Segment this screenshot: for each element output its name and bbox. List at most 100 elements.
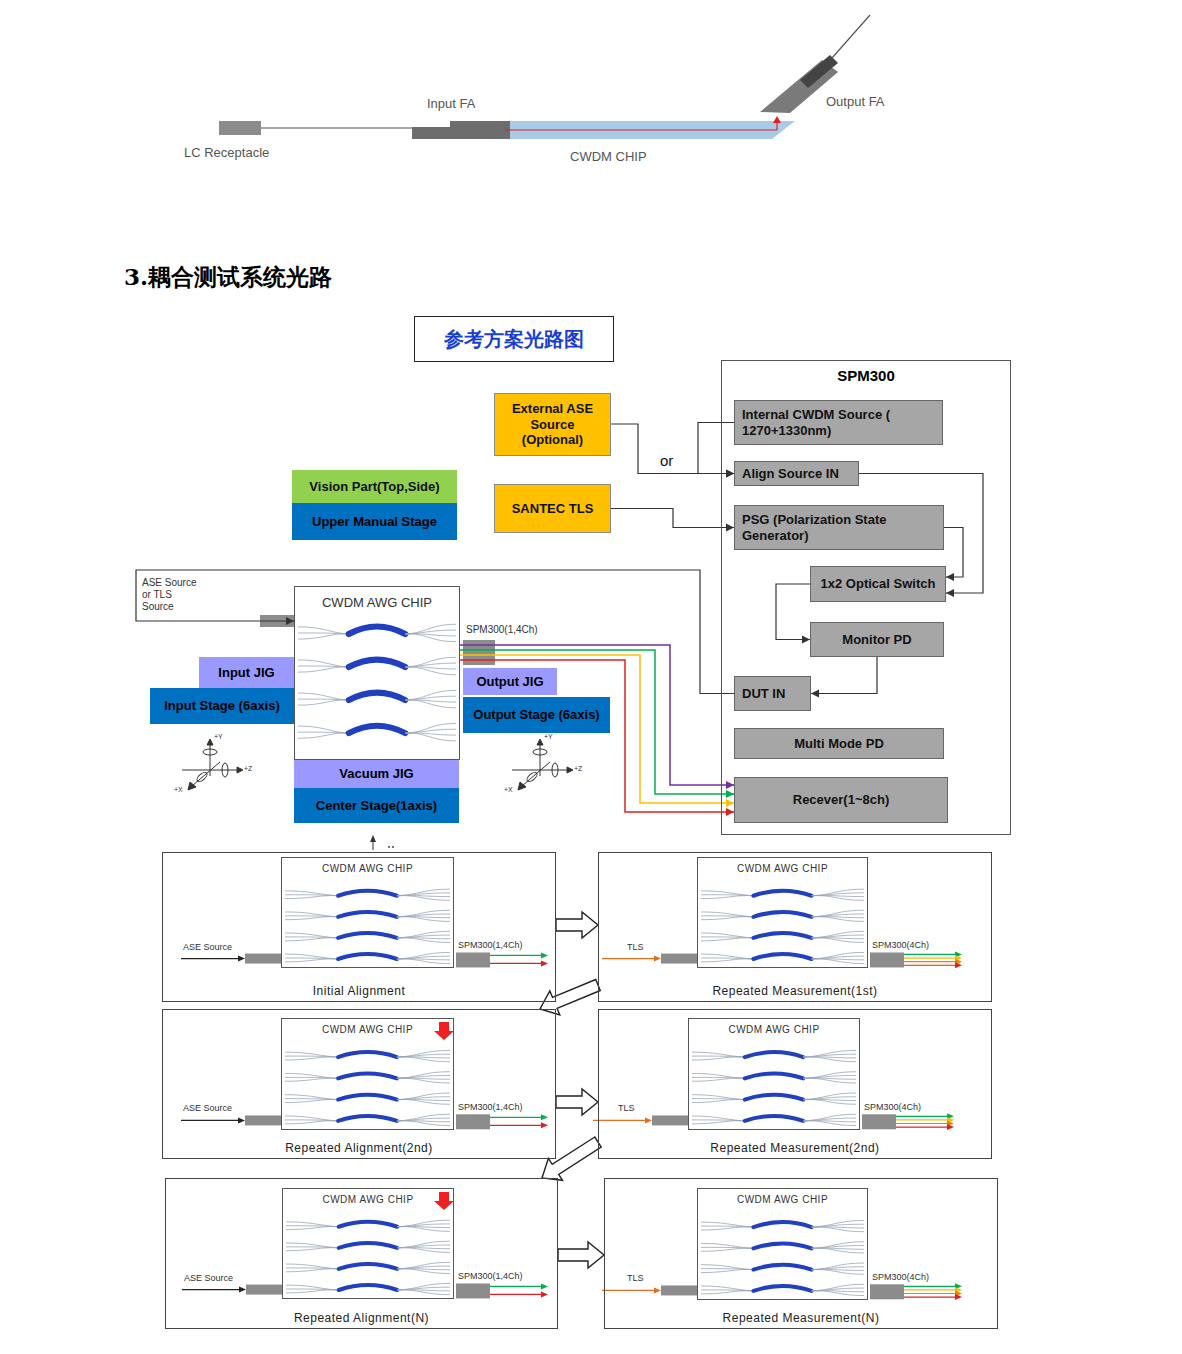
waveguide [397, 959, 450, 964]
waveguide [397, 917, 450, 922]
arrow-head [955, 1294, 962, 1300]
output-fiber-block [456, 1283, 490, 1298]
label: LC Receptacle [184, 145, 269, 161]
red-down-arrow [434, 1192, 454, 1210]
waveguide [397, 1093, 450, 1100]
waveguide [701, 1269, 753, 1272]
step-panel: Initial AlignmentCWDM AWG CHIP [162, 852, 556, 1002]
waveguide [803, 1093, 856, 1100]
node-text: Recever(1~8ch) [793, 792, 889, 808]
waveguide [812, 896, 864, 901]
connector-line [811, 657, 877, 694]
node-text: SANTEC TLS [512, 501, 594, 517]
waveguide [812, 952, 864, 959]
chip-box: CWDM AWG CHIP [281, 1018, 454, 1130]
awg-array [338, 1095, 397, 1100]
waveguide [397, 1287, 450, 1290]
awg-array [753, 954, 811, 959]
label: ASE Source [184, 1273, 233, 1284]
waveguide [812, 935, 864, 938]
waveguide [701, 1265, 753, 1270]
module-box: PSG (Polarization State Generator) [734, 505, 944, 550]
output-fiber-block [456, 1114, 490, 1129]
arrow-head [237, 767, 243, 773]
step-panel: Repeated Measurement(1st)CWDM AWG CHIP [598, 852, 992, 1002]
fiber [832, 15, 870, 58]
waveguide [701, 1291, 753, 1294]
connector-line [776, 584, 810, 640]
connector-line [611, 509, 734, 528]
generated-illustration [181, 586, 962, 1300]
waveguide [298, 733, 349, 738]
jig-box: Vacuum JIG [294, 760, 459, 788]
waveguide [397, 1114, 450, 1121]
label: SPM300(4Ch) [872, 940, 929, 951]
awg-array [745, 1073, 803, 1078]
label: SPM300(1,4Ch) [458, 1271, 523, 1282]
chip-box: CWDM AWG CHIP [281, 857, 454, 968]
signal-arrow [896, 1116, 948, 1117]
label: SPM300(1,4Ch) [458, 940, 523, 951]
connector-line [136, 570, 734, 694]
arrow-head [645, 1117, 652, 1123]
connector-line [460, 655, 734, 803]
waveguide [812, 1270, 864, 1275]
awg-array [753, 912, 811, 917]
arrow-head [238, 956, 245, 962]
waveguide [812, 914, 864, 917]
waveguide [701, 1248, 753, 1251]
signal-arrow [181, 958, 239, 959]
waveguide [701, 1286, 753, 1291]
arrow-head [726, 470, 734, 478]
waveguide [285, 1121, 338, 1124]
dot [392, 846, 394, 848]
waveguide [803, 1050, 856, 1057]
waveguide [285, 938, 338, 941]
connector-line [460, 645, 734, 785]
node-text: 参考方案光路图 [444, 327, 584, 351]
awg-array [349, 726, 405, 733]
waveguide [812, 1224, 864, 1227]
awg-array [338, 1073, 397, 1078]
signal-arrow [904, 1289, 956, 1290]
arrow-head [541, 1283, 548, 1289]
waveguide [692, 1073, 745, 1078]
arrow-head [518, 782, 526, 790]
waveguide [405, 733, 456, 741]
arrow-head [286, 617, 294, 625]
label: +Y [544, 733, 553, 741]
waveguide [285, 917, 338, 920]
waveguide [286, 1243, 339, 1248]
waveguide [286, 1248, 339, 1251]
waveguide [397, 1241, 450, 1248]
label: SPM300(1,4Ch) [466, 624, 538, 636]
rotation [533, 749, 547, 755]
awg-array [753, 1222, 811, 1227]
axis-symbol [512, 739, 573, 790]
input-fiber-block [652, 1115, 688, 1125]
waveguide [397, 952, 450, 959]
arrow-head [773, 116, 781, 123]
waveguide [298, 627, 349, 634]
awg-array [338, 912, 397, 917]
waveguide [298, 660, 349, 667]
light-path [505, 129, 777, 130]
step-panel: Repeated Measurement(N)CWDM AWG CHIP [604, 1178, 998, 1329]
waveguide [803, 1100, 856, 1105]
arrow-head [726, 808, 734, 816]
arrow-head [726, 799, 734, 807]
node-text: DUT IN [742, 686, 785, 702]
connector-line [944, 528, 963, 578]
node-text: Input JIG [218, 665, 274, 681]
waveguide [812, 917, 864, 922]
waveguide [812, 893, 864, 896]
signal-arrow [602, 958, 655, 959]
rotation [525, 771, 538, 783]
label: +X [174, 786, 183, 794]
output-fiber-block [456, 952, 490, 967]
signal-arrow [181, 1120, 239, 1121]
waveguide [397, 889, 450, 896]
waveguide [397, 914, 450, 917]
waveguide [286, 1222, 339, 1227]
signal-arrow [904, 957, 956, 958]
